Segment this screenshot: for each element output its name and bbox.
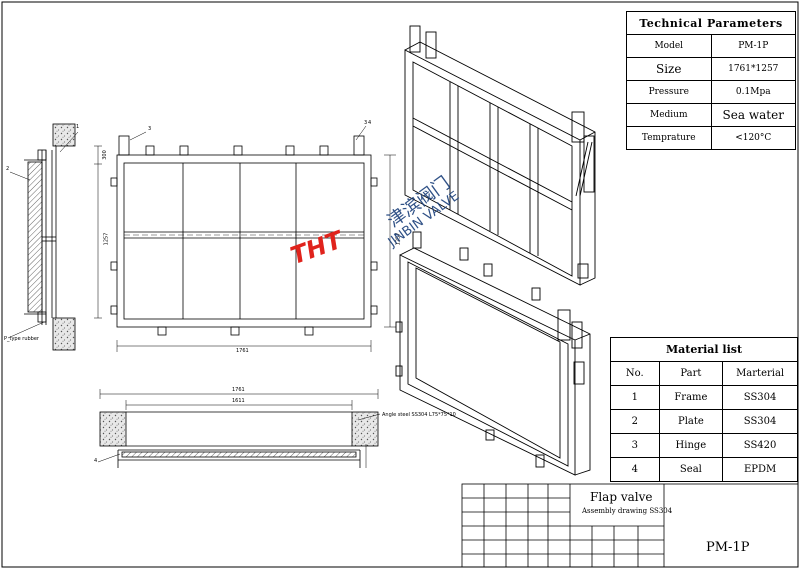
isometric-frame-view — [404, 25, 596, 286]
dim-width-front: 1761 — [236, 348, 249, 354]
material-part: Frame — [658, 385, 724, 410]
param-label: Model — [626, 34, 712, 58]
table-row: 2 Plate SS304 — [610, 409, 798, 434]
table-row: 1 Frame SS304 — [610, 385, 798, 410]
callout-1: 1 — [76, 124, 80, 130]
dim-width-top: 1761 — [232, 387, 245, 393]
table-row: 3 Hinge SS420 — [610, 433, 798, 458]
top-view — [97, 389, 381, 468]
param-label: Temprature — [626, 126, 712, 150]
drawing-code: PM-1P — [706, 540, 750, 555]
material-no: 4 — [610, 457, 660, 482]
isometric-plate-view — [395, 231, 591, 476]
title-block-grid — [461, 483, 799, 568]
param-value: <120°C — [710, 126, 796, 150]
drawing-subtitle: Assembly drawing SS304 — [582, 507, 673, 515]
material-part: Seal — [658, 457, 724, 482]
param-label: Size — [626, 57, 712, 81]
param-value: 0.1Mpa — [710, 80, 796, 104]
callout-3b: 3 — [364, 120, 368, 126]
front-view — [110, 125, 396, 352]
material-part: Hinge — [658, 433, 724, 458]
callout-3: 3 — [148, 126, 152, 132]
material-value: SS304 — [722, 385, 798, 410]
material-no: 2 — [610, 409, 660, 434]
callout-4b: 4 — [368, 120, 372, 126]
side-section-view — [7, 123, 102, 351]
material-value: SS420 — [722, 433, 798, 458]
param-value: 1761*1257 — [710, 57, 796, 81]
p-type-rubber-label: P_type rubber — [4, 336, 39, 342]
callout-4: 4 — [94, 458, 98, 464]
param-value: PM-1P — [710, 34, 796, 58]
material-value: EPDM — [722, 457, 798, 482]
material-value: SS304 — [722, 409, 798, 434]
material-list-title: Material list — [610, 337, 798, 362]
param-value: Sea water — [710, 103, 796, 127]
material-no: 3 — [610, 433, 660, 458]
technical-parameters-title: Technical Parameters — [626, 11, 796, 35]
param-label: Pressure — [626, 80, 712, 104]
dim-width-inner: 1611 — [232, 398, 245, 404]
material-header: No. — [610, 361, 660, 386]
dim-height-side: 1257 — [103, 232, 110, 246]
material-no: 1 — [610, 385, 660, 410]
callout-2: 2 — [6, 166, 10, 172]
angle-steel-label: Angle steel SS304 L75*75*10 — [382, 412, 456, 418]
material-part: Plate — [658, 409, 724, 434]
table-row: 4 Seal EPDM — [610, 457, 798, 482]
material-list-table: Material list No. Part Marterial 1 Frame… — [610, 337, 798, 482]
dim-top: 300 — [101, 150, 108, 160]
technical-parameters-table: Technical Parameters Model PM-1P Size 17… — [626, 11, 796, 150]
material-header: Part — [658, 361, 724, 386]
drawing-title: Flap valve — [590, 490, 653, 504]
material-header: Marterial — [722, 361, 798, 386]
param-label: Medium — [626, 103, 712, 127]
